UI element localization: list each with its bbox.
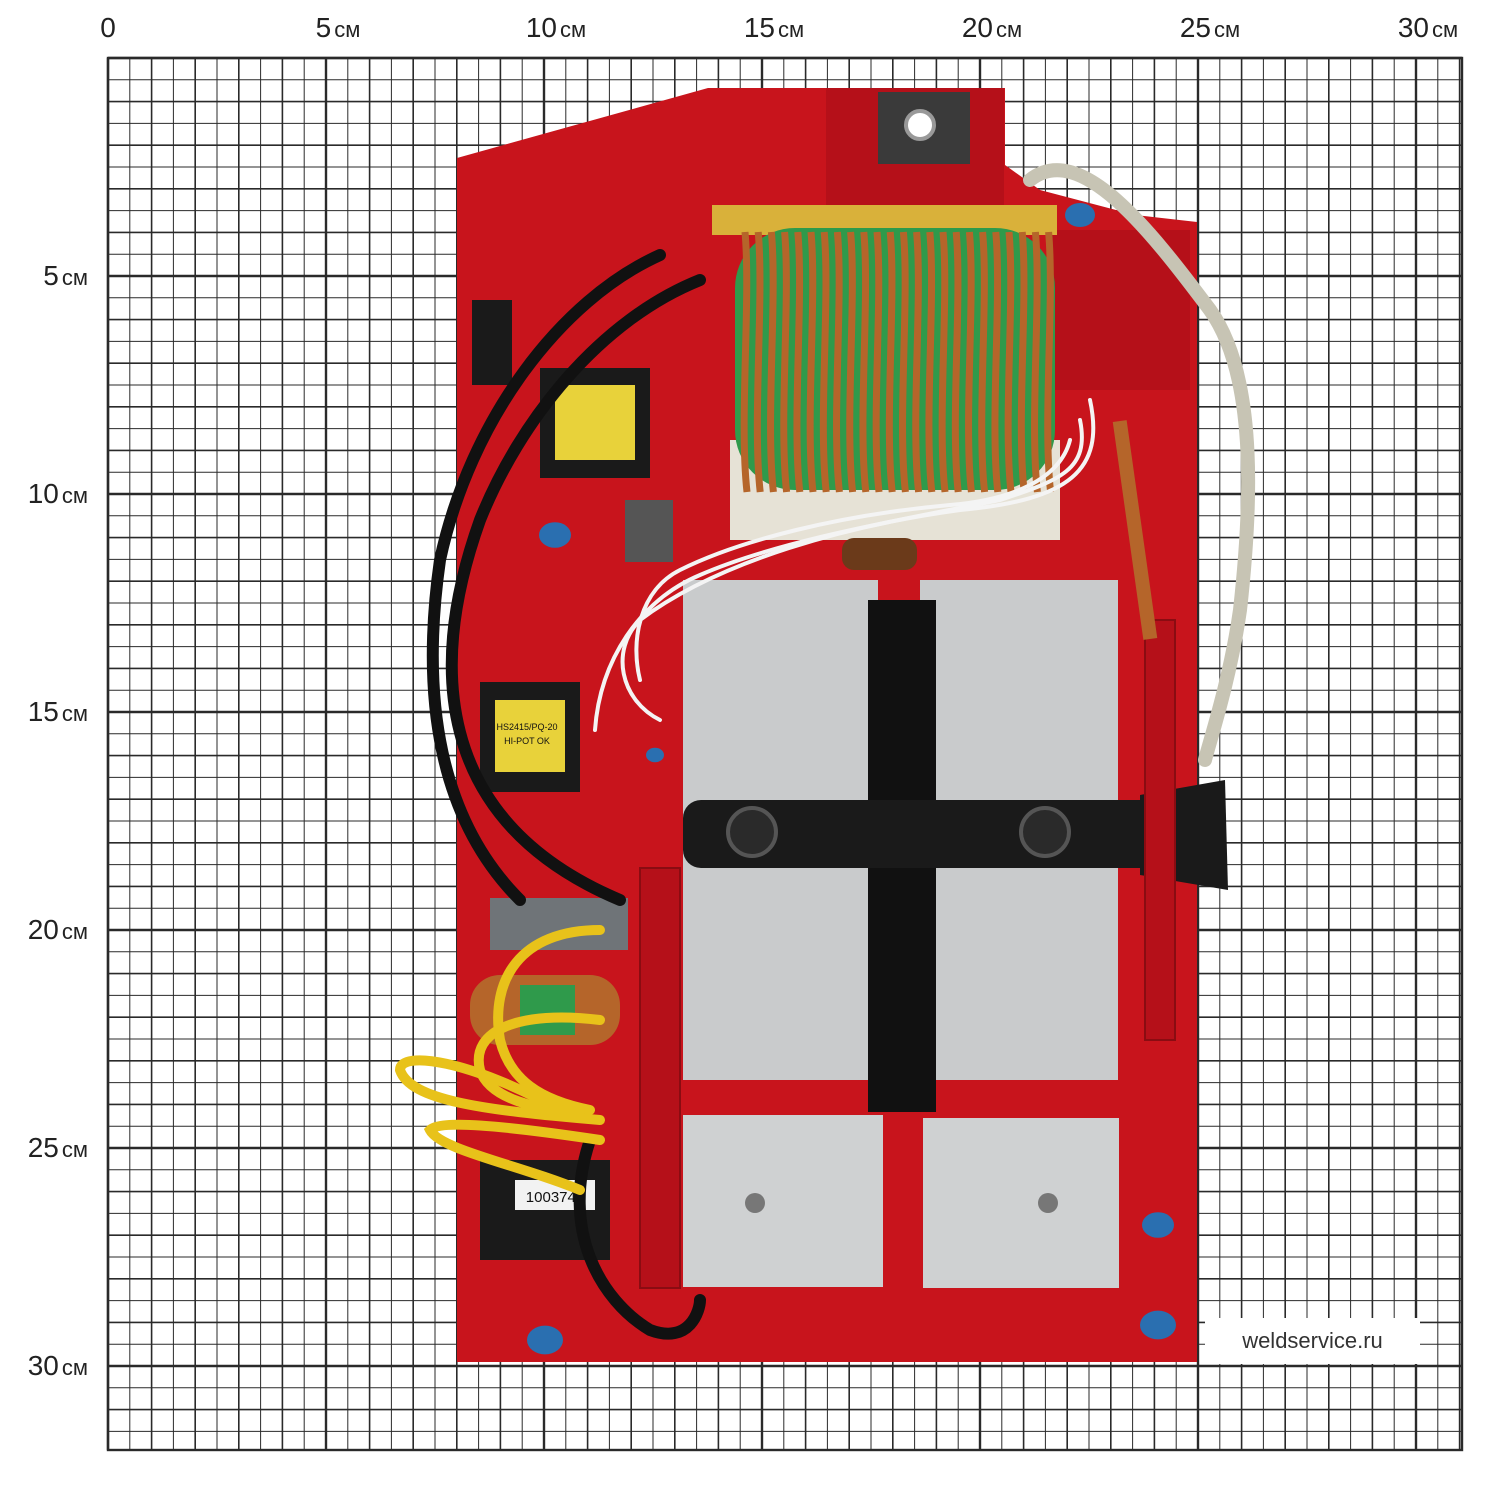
part-number: 1003743	[526, 1189, 584, 1206]
heatsink-bottom-left	[683, 1115, 883, 1287]
capacitor	[527, 1325, 563, 1355]
transformer-label-2: HI-POT OK	[504, 736, 550, 746]
winding	[938, 231, 949, 493]
winding	[833, 231, 843, 493]
capacitor	[1142, 1212, 1174, 1238]
blue-capacitors	[527, 203, 1176, 1355]
grid-frame	[106, 56, 1464, 1452]
winding	[1044, 231, 1055, 493]
copper-rod	[1112, 420, 1158, 640]
winding	[806, 231, 817, 493]
clamp-screw-left	[726, 806, 778, 858]
braided-cable	[1023, 163, 1256, 767]
winding	[978, 231, 989, 493]
resistor-strip-right	[1144, 619, 1176, 1041]
winding	[1031, 231, 1041, 493]
winding	[885, 231, 896, 493]
heatsink-hole-right	[1038, 1193, 1058, 1213]
winding	[925, 231, 936, 493]
transformer-small-top-core	[555, 385, 635, 460]
ferrite-block	[490, 898, 628, 950]
x-tick-label: 0	[100, 12, 116, 43]
winding	[753, 231, 764, 493]
winding	[899, 231, 909, 493]
winding	[965, 231, 975, 493]
mount-hole-top	[904, 109, 936, 141]
pcb-board-photo: HS2415/PQ-20 HI-POT OK 1003743	[394, 88, 1256, 1362]
white-wires	[593, 398, 1096, 732]
ic-chip	[625, 500, 673, 562]
yellow-wires	[394, 925, 605, 1195]
heatsink-hole-left	[745, 1193, 765, 1213]
black-wires	[426, 249, 706, 1340]
winding	[991, 231, 1002, 493]
winding	[793, 231, 804, 493]
choke-small	[842, 538, 917, 570]
winding	[846, 231, 857, 493]
winding	[872, 231, 883, 493]
winding	[1004, 231, 1015, 493]
choke-left-core	[520, 985, 575, 1035]
grid-overlay	[106, 56, 1464, 1452]
winding	[859, 231, 870, 493]
toroid-windings	[740, 231, 1055, 493]
capacitor	[1140, 1310, 1176, 1340]
watermark: weldservice.ru	[1205, 1318, 1420, 1364]
winding	[819, 231, 830, 493]
transformer-label-1: HS2415/PQ-20	[496, 722, 557, 732]
winding	[767, 231, 777, 493]
winding	[740, 231, 751, 493]
capacitor	[646, 747, 664, 763]
capacitor	[1065, 203, 1095, 227]
transformer-small-mid-core	[495, 700, 565, 772]
clamp-screw-right	[1019, 806, 1071, 858]
winding	[951, 231, 962, 493]
daughter-board	[639, 867, 681, 1289]
winding	[1017, 231, 1028, 493]
winding	[780, 231, 791, 493]
connector-header	[472, 300, 512, 385]
winding	[912, 231, 923, 493]
heatsink-bottom-right	[923, 1118, 1119, 1288]
capacitor	[539, 522, 571, 548]
